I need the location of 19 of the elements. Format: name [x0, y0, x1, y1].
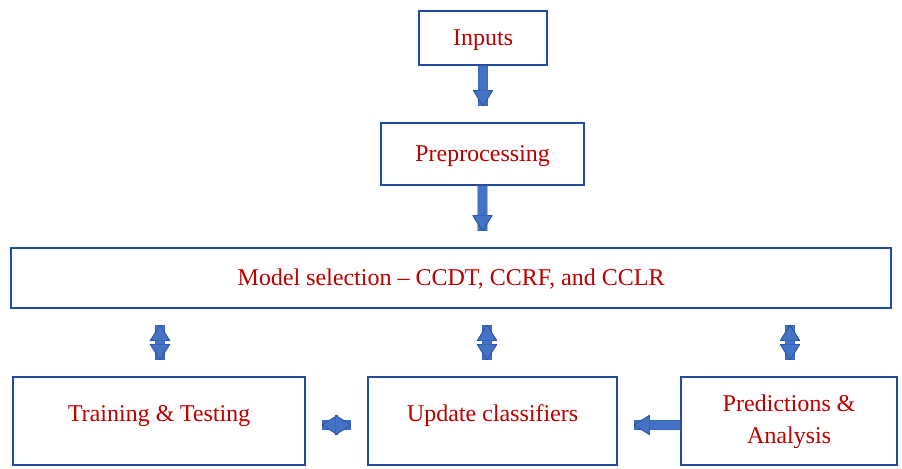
box-label: Inputs [453, 24, 513, 53]
process-box [380, 122, 585, 186]
box-label: Preprocessing [415, 140, 550, 169]
box-label: Model selection – CCDT, CCRF, and CCLR [238, 264, 664, 293]
box-label: Update classifiers [406, 400, 578, 429]
process-box [10, 247, 892, 309]
arrow [472, 186, 493, 232]
arrow [150, 324, 170, 360]
box-label: Training & Testing [68, 400, 250, 429]
arrow [322, 414, 352, 436]
process-box [418, 10, 548, 66]
process-box [12, 376, 306, 466]
arrow [472, 66, 494, 106]
box-label: Predictions & Analysis [722, 390, 856, 452]
process-box [367, 376, 618, 466]
process-box [680, 376, 898, 466]
arrow [780, 324, 800, 360]
arrow [476, 324, 498, 360]
arrow [634, 414, 680, 436]
